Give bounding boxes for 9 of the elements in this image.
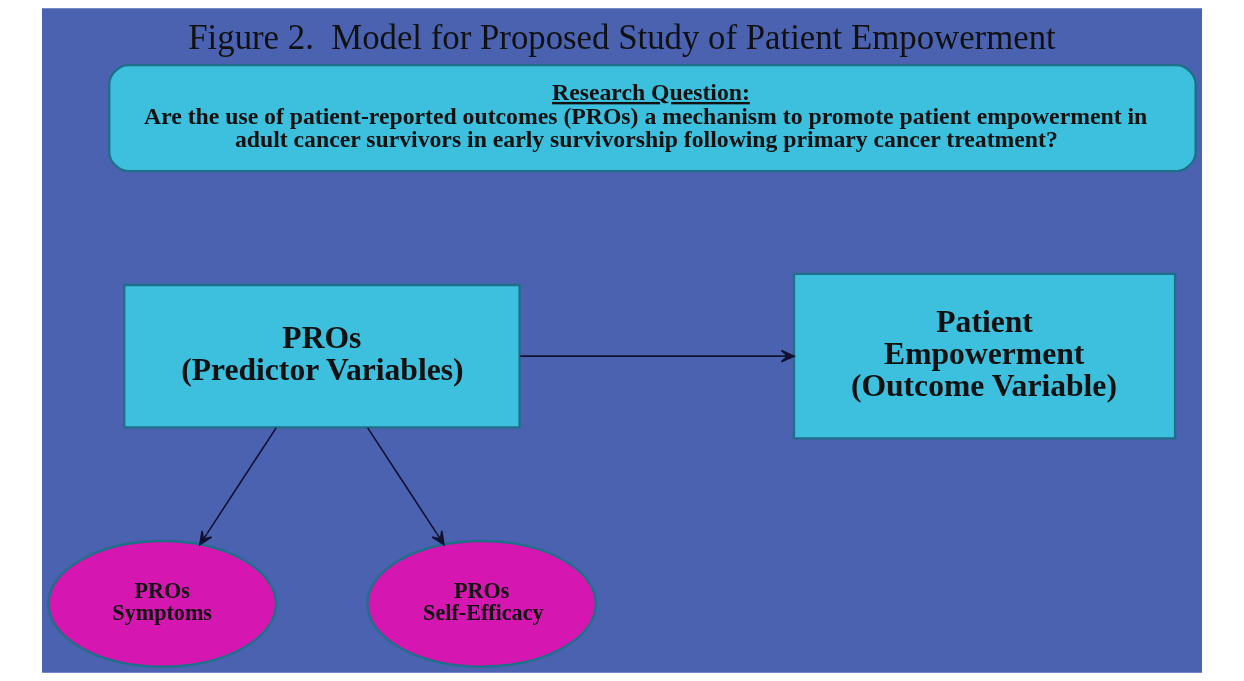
node-ellipse: PROs Symptoms (47, 539, 278, 668)
node-box: Patient Empowerment (Outcome Variable) (792, 272, 1177, 440)
node-box: Research Question: Are the use of patient-reported outcomes (PROs) a mechanism to promote patient empowerment in adult cancer survivors in early survivorship following primary cancer treatment? (108, 64, 1197, 173)
node-box: PROs (Predictor Variables) (123, 283, 521, 429)
arrow (366, 427, 445, 546)
node-ellipse: PROs Self-Efficacy (366, 539, 598, 668)
arrow (199, 427, 277, 546)
diagram-title: Figure 2. Model for Proposed Study of Patient Empowerment (188, 17, 1056, 57)
arrow (519, 349, 795, 363)
